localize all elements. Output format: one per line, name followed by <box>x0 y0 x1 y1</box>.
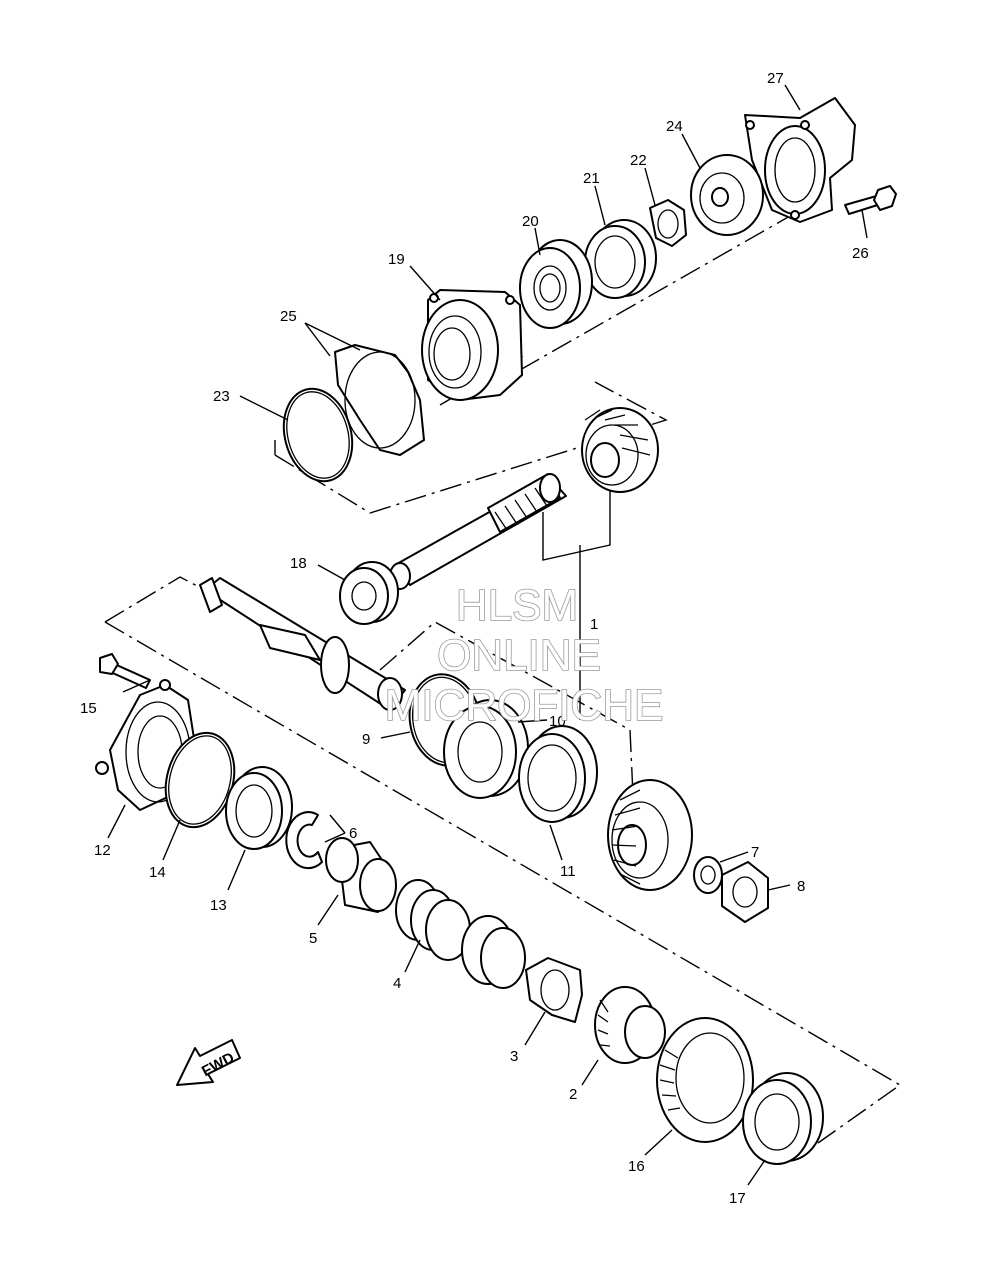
callout-10: 10 <box>549 713 566 730</box>
leader-lines <box>107 84 868 1186</box>
part-lower-shaft <box>199 577 406 711</box>
callout-8: 8 <box>797 878 805 895</box>
watermark: HLSM ONLINE MICROFICHE <box>384 580 664 731</box>
callout-20: 20 <box>522 213 539 230</box>
callout-22: 22 <box>630 152 647 169</box>
part-27-case-cover <box>744 97 856 223</box>
callout-14: 14 <box>149 864 166 881</box>
watermark-line-3: MICROFICHE <box>385 681 664 730</box>
lower-assembly-boundary <box>104 621 902 1144</box>
part-8-nut <box>721 861 769 923</box>
callout-27: 27 <box>767 70 784 87</box>
part-13-oil-seal <box>225 766 293 850</box>
part-6-circlip <box>285 811 323 870</box>
part-24-seal-plate <box>690 154 764 236</box>
part-23-o-ring <box>282 387 354 483</box>
part-26-bolt <box>844 185 897 215</box>
bracket-part-1 <box>542 490 611 561</box>
callout-2: 2 <box>569 1086 577 1103</box>
callout-23: 23 <box>213 388 230 405</box>
part-18-bearing <box>339 561 399 625</box>
callout-16: 16 <box>628 1158 645 1175</box>
callout-9: 9 <box>362 731 370 748</box>
part-lower-bevel-gear <box>607 779 693 891</box>
callout-21: 21 <box>583 170 600 187</box>
part-5-collar <box>325 837 397 913</box>
callout-15: 15 <box>80 700 97 717</box>
part-21-bearing-race <box>584 219 657 299</box>
callout-7: 7 <box>751 844 759 861</box>
callout-19: 19 <box>388 251 405 268</box>
callout-18: 18 <box>290 555 307 572</box>
part-20-bearing <box>519 239 593 329</box>
watermark-line-1: HLSM <box>456 581 578 630</box>
part-17-bearing <box>742 1072 824 1165</box>
callout-6: 6 <box>349 825 357 842</box>
callout-numbers: 27 26 24 22 21 20 19 25 23 18 1 9 10 11 … <box>80 70 869 1207</box>
fwd-arrow-icon: FWD <box>176 1039 241 1086</box>
part-2-gear-hub <box>594 986 666 1064</box>
callout-24: 24 <box>666 118 683 135</box>
callout-26: 26 <box>852 245 869 262</box>
upper-housing-axis <box>519 215 791 371</box>
upper-shaft-boundary <box>274 381 668 514</box>
part-16-ring-gear <box>656 1017 754 1143</box>
callout-25: 25 <box>280 308 297 325</box>
part-10-bearing <box>443 699 529 799</box>
callout-13: 13 <box>210 897 227 914</box>
part-22-nut <box>649 199 687 247</box>
part-15-bolt <box>99 653 151 689</box>
part-4-spring <box>395 879 526 989</box>
callout-11: 11 <box>560 863 576 880</box>
callout-17: 17 <box>729 1190 746 1207</box>
part-25-shims <box>334 344 425 456</box>
callout-12: 12 <box>94 842 111 859</box>
callout-3: 3 <box>510 1048 518 1065</box>
callout-5: 5 <box>309 930 317 947</box>
part-1-drive-shaft <box>389 473 567 590</box>
part-upper-bevel-gear <box>581 407 659 493</box>
part-19-bearing-housing <box>421 289 523 401</box>
callout-1: 1 <box>590 616 598 633</box>
callout-4: 4 <box>393 975 401 992</box>
watermark-line-2: ONLINE <box>437 631 601 680</box>
part-7-lock-washer <box>693 856 723 894</box>
part-3-dog-clutch <box>525 957 583 1023</box>
part-11-bearing-race <box>518 725 598 823</box>
